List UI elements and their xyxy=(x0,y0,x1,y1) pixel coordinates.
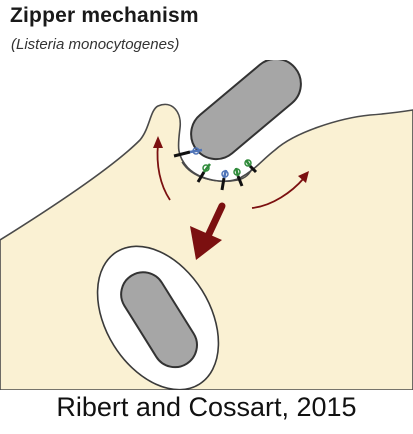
citation: Ribert and Cossart, 2015 xyxy=(0,392,413,423)
figure-subtitle: (Listeria monocytogenes) xyxy=(11,36,179,53)
figure-title: Zipper mechanism xyxy=(10,4,199,28)
zipper-diagram xyxy=(0,60,413,390)
